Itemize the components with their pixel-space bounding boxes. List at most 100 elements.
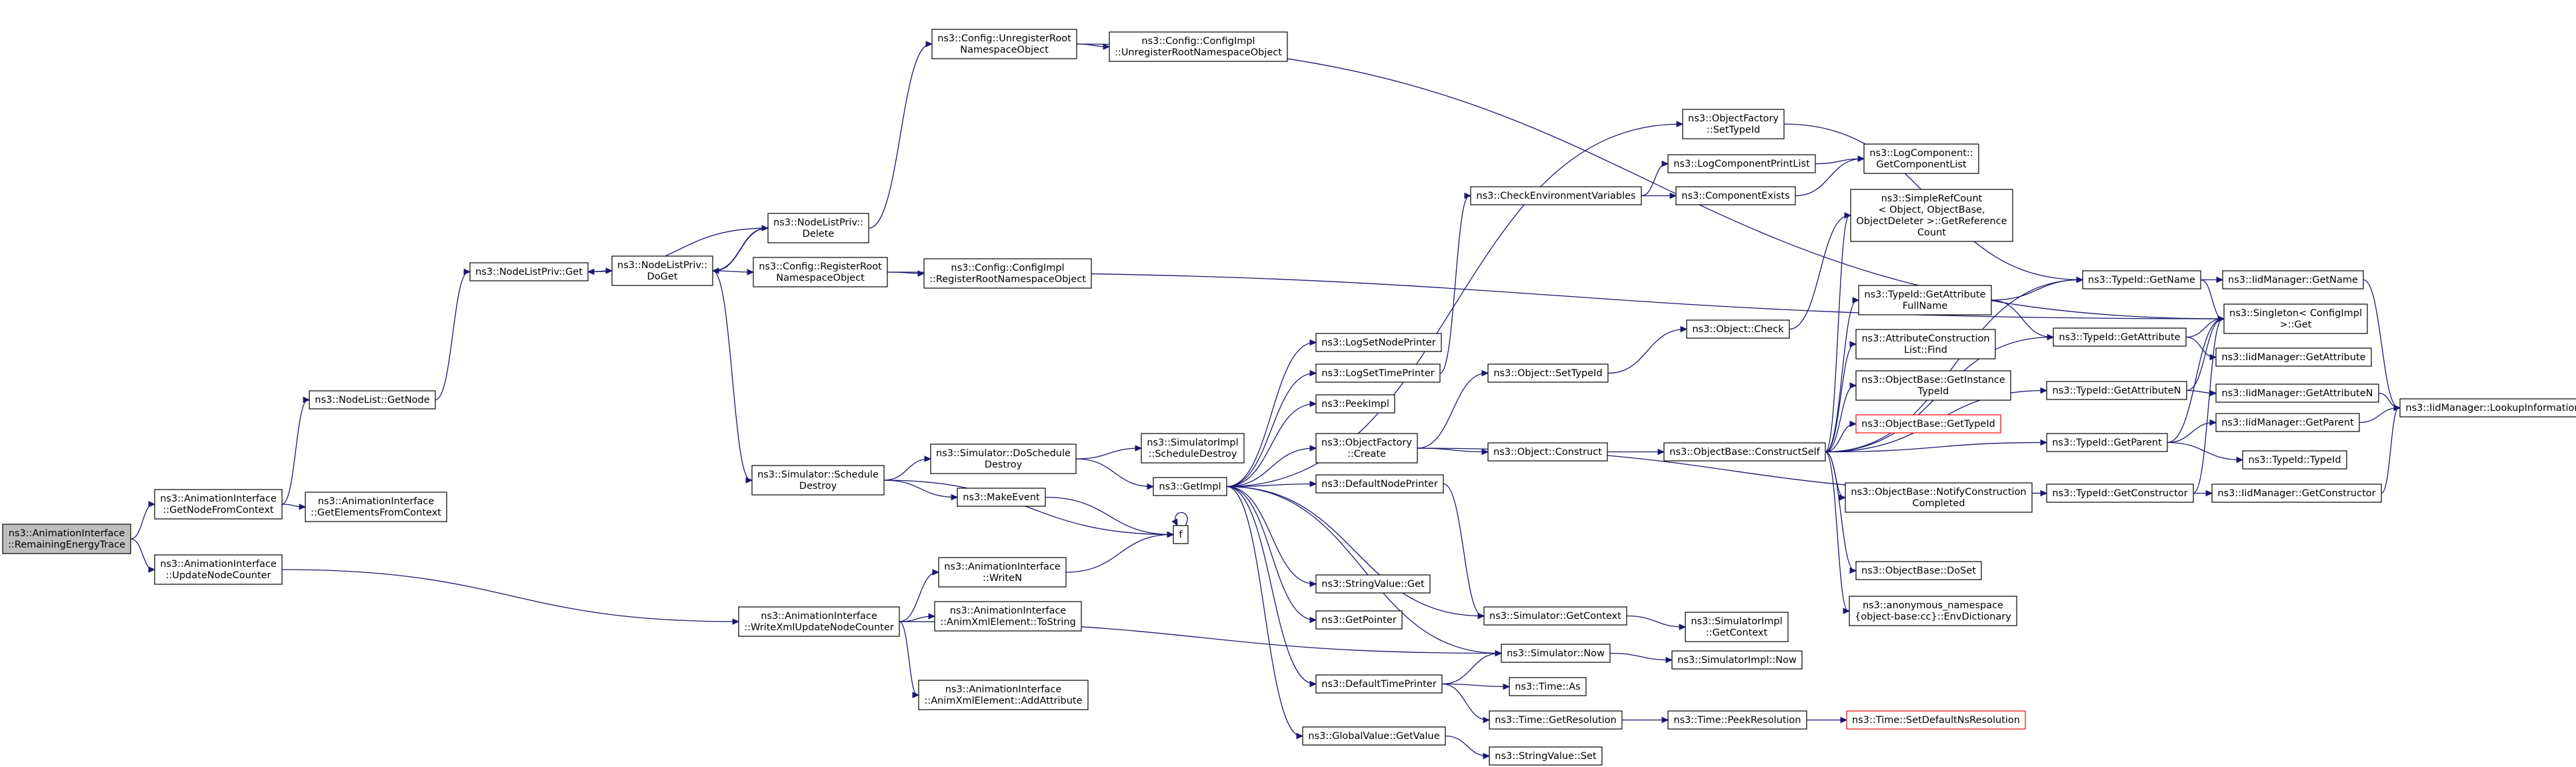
node-label-line: ns3::IidManager::LookupInformation (2405, 403, 2576, 414)
graph-node-n3[interactable]: ns3::NodeList::GetNode (309, 390, 436, 410)
graph-node-n23[interactable]: ns3::LogSetTimePrinter (1315, 363, 1441, 383)
graph-node-n2[interactable]: ns3::AnimationInterface::UpdateNodeCount… (154, 554, 283, 585)
graph-node-n57[interactable]: ns3::TypeId::GetName (2082, 270, 2201, 289)
graph-node-n42[interactable]: ns3::LogComponent::GetComponentList (1863, 143, 1979, 174)
graph-node-n61[interactable]: ns3::TypeId::GetConstructor (2046, 484, 2194, 503)
graph-node-n47[interactable]: ns3::Time::PeekResolution (1667, 710, 1807, 730)
graph-node-n66[interactable]: ns3::IidManager::GetParent (2215, 413, 2360, 432)
node-label-line: ::AnimXmlElement::ToString (940, 617, 1075, 628)
graph-node-n69[interactable]: ns3::IidManager::LookupInformation (2399, 398, 2576, 418)
node-label-line: ns3::Time::SetDefaultNsResolution (1852, 715, 2020, 726)
graph-node-n37[interactable]: ns3::Time::As (1509, 677, 1587, 696)
graph-node-n53[interactable]: ns3::ObjectBase::GetTypeId (1855, 414, 2001, 434)
graph-node-n35[interactable]: ns3::Simulator::GetContext (1483, 606, 1627, 626)
graph-node-n68[interactable]: ns3::IidManager::GetConstructor (2211, 484, 2382, 503)
graph-node-n17[interactable]: f (1173, 525, 1189, 544)
node-label-line: ::ScheduleDestroy (1149, 449, 1237, 460)
graph-node-n7[interactable]: ns3::NodeListPriv::Delete (767, 213, 869, 243)
node-label-line: ns3::Config::ConfigImpl (1141, 36, 1255, 47)
graph-node-n48[interactable]: ns3::Time::SetDefaultNsResolution (1846, 710, 2026, 730)
graph-node-n15[interactable]: ns3::MakeEvent (957, 488, 1046, 507)
graph-node-n21[interactable]: ns3::AnimationInterface::AnimXmlElement:… (918, 680, 1089, 710)
graph-node-n26[interactable]: ns3::DefaultNodePrinter (1315, 474, 1444, 494)
graph-node-n12[interactable]: ns3::Simulator::ScheduleDestroy (751, 465, 885, 496)
graph-node-n1[interactable]: ns3::AnimationInterface::GetNodeFromCont… (154, 489, 283, 520)
graph-node-n67[interactable]: ns3::TypeId::TypeId (2242, 450, 2347, 470)
node-box (1487, 363, 1609, 383)
node-label-line: ns3::TypeId::GetConstructor (2052, 488, 2187, 499)
graph-node-n11[interactable]: ns3::Config::ConfigImpl::RegisterRootNam… (923, 258, 1092, 289)
edge-layer (130, 41, 2401, 760)
graph-node-n0[interactable]: ns3::AnimationInterface::RemainingEnergy… (2, 524, 131, 554)
node-box (1315, 474, 1444, 494)
graph-node-n9[interactable]: ns3::Config::UnregisterRootNamespaceObje… (931, 29, 1077, 59)
graph-node-n54[interactable]: ns3::ObjectBase::NotifyConstructionCompl… (1845, 482, 2033, 513)
graph-node-n16[interactable]: ns3::GetImpl (1153, 477, 1227, 496)
node-box (1487, 442, 1608, 462)
graph-node-n40[interactable]: ns3::LogComponentPrintList (1667, 154, 1816, 173)
graph-node-n19[interactable]: ns3::AnimationInterface::WriteN (938, 557, 1067, 588)
node-label-line: FullName (1903, 301, 1948, 311)
graph-node-n59[interactable]: ns3::TypeId::GetAttributeN (2046, 381, 2187, 400)
graph-node-n5[interactable]: ns3::NodeListPriv::Get (469, 262, 589, 281)
graph-node-n60[interactable]: ns3::TypeId::GetParent (2046, 433, 2168, 452)
node-box (1855, 329, 1996, 359)
node-label-line: Completed (1912, 498, 1965, 509)
node-label-line: ns3::Time::As (1515, 682, 1580, 692)
graph-node-n49[interactable]: ns3::SimpleRefCount< Object, ObjectBase,… (1850, 189, 2013, 242)
graph-node-n29[interactable]: ns3::DefaultTimePrinter (1315, 674, 1443, 694)
node-label-line: ns3::IidManager::GetName (2228, 275, 2358, 285)
graph-node-n18[interactable]: ns3::AnimationInterface::WriteXmlUpdateN… (738, 606, 900, 637)
graph-node-n65[interactable]: ns3::IidManager::GetAttributeN (2215, 384, 2379, 403)
graph-node-n36[interactable]: ns3::Simulator::Now (1501, 644, 1611, 663)
graph-node-n63[interactable]: ns3::Singleton< ConfigImpl>::Get (2223, 303, 2368, 334)
graph-node-n24[interactable]: ns3::PeekImpl (1315, 394, 1395, 414)
graph-node-n32[interactable]: ns3::CheckEnvironmentVariables (1470, 186, 1642, 205)
graph-node-n38[interactable]: ns3::Time::GetResolution (1489, 710, 1623, 730)
graph-node-n10[interactable]: ns3::Config::ConfigImpl::UnregisterRootN… (1109, 31, 1288, 62)
graph-node-n39[interactable]: ns3::StringValue::Set (1489, 746, 1603, 766)
graph-node-n14[interactable]: ns3::SimulatorImpl::ScheduleDestroy (1141, 433, 1245, 464)
graph-node-n41[interactable]: ns3::ComponentExists (1675, 186, 1796, 205)
graph-node-n30[interactable]: ns3::GlobalValue::GetValue (1302, 726, 1446, 746)
node-label-line: ns3::NodeListPriv:: (773, 217, 863, 228)
graph-node-n64[interactable]: ns3::IidManager::GetAttribute (2215, 347, 2372, 367)
node-label-line: ::UnregisterRootNamespaceObject (1115, 47, 1282, 58)
node-label-line: ns3::AnimationInterface (761, 611, 877, 622)
graph-node-n46[interactable]: ns3::SimulatorImpl::Now (1671, 650, 1803, 670)
node-box (938, 557, 1067, 588)
node-box (1846, 710, 2026, 730)
graph-edge (1226, 486, 1485, 620)
graph-node-n44[interactable]: ns3::ObjectBase::ConstructSelf (1663, 442, 1826, 462)
graph-node-n45[interactable]: ns3::SimulatorImpl::GetContext (1685, 612, 1789, 642)
graph-node-n22[interactable]: ns3::LogSetNodePrinter (1315, 333, 1442, 352)
node-label-line: f (1179, 530, 1183, 540)
graph-edge (1609, 652, 1673, 664)
graph-node-n27[interactable]: ns3::StringValue::Get (1315, 574, 1431, 594)
node-label-line: ::UpdateNodeCounter (165, 570, 271, 581)
graph-node-n25[interactable]: ns3::ObjectFactory::Create (1315, 433, 1418, 464)
graph-node-n43[interactable]: ns3::Object::Check (1686, 319, 1790, 339)
graph-node-n56[interactable]: ns3::anonymous_namespace{object-base:cc}… (1849, 596, 2017, 626)
graph-node-n4[interactable]: ns3::AnimationInterface::GetElementsFrom… (305, 492, 447, 522)
graph-node-n31[interactable]: ns3::ObjectFactory::SetTypeId (1682, 109, 1785, 139)
graph-edge (1641, 160, 1669, 197)
node-label-line: ::Create (1347, 449, 1386, 460)
graph-node-n62[interactable]: ns3::IidManager::GetName (2222, 270, 2364, 289)
graph-node-n8[interactable]: ns3::Config::RegisterRootNamespaceObject (753, 257, 888, 287)
graph-node-n20[interactable]: ns3::AnimationInterface::AnimXmlElement:… (934, 601, 1082, 632)
graph-node-n6[interactable]: ns3::NodeListPriv::DoGet (611, 255, 713, 286)
graph-node-n34[interactable]: ns3::Object::Construct (1487, 442, 1608, 462)
graph-node-n55[interactable]: ns3::ObjectBase::DoSet (1855, 561, 1982, 580)
graph-node-n58[interactable]: ns3::TypeId::GetAttribute (2053, 327, 2187, 347)
graph-node-n33[interactable]: ns3::Object::SetTypeId (1487, 363, 1609, 383)
node-label-line: ns3::SimulatorImpl (1691, 616, 1782, 627)
node-layer: ns3::AnimationInterface::RemainingEnergy… (2, 29, 2576, 766)
node-label-line: ns3::AnimationInterface (944, 562, 1061, 572)
node-box (1470, 186, 1642, 205)
graph-node-n28[interactable]: ns3::GetPointer (1315, 610, 1403, 630)
